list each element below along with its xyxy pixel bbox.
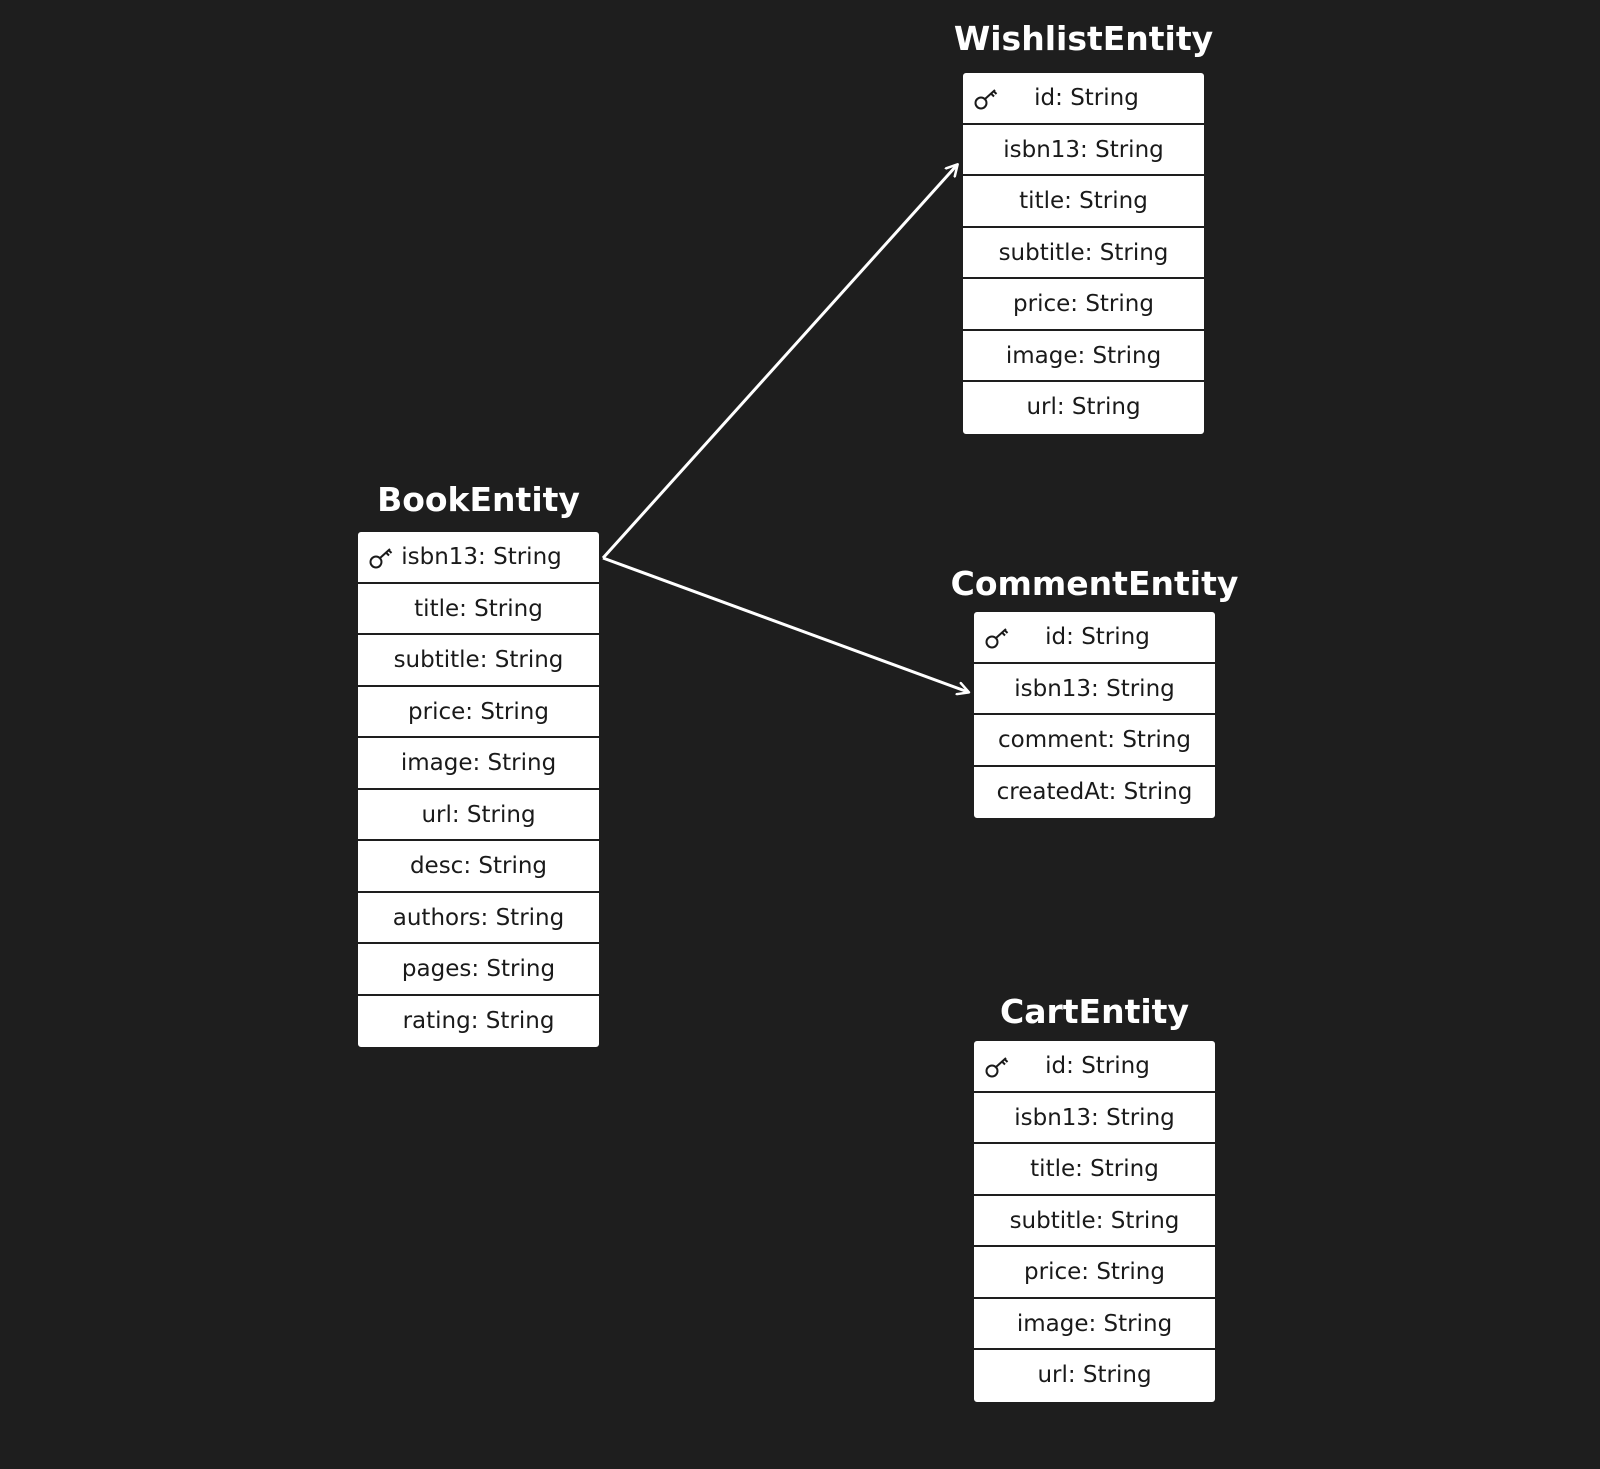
field-label: price: String [408, 698, 549, 725]
field-label: desc: String [409, 853, 548, 879]
field-label: title: String [1030, 1156, 1159, 1182]
field-row[interactable]: createdAt: String [974, 767, 1215, 819]
field-list: id: String isbn13: String title: String … [962, 72, 1205, 435]
field-label: authors: String [392, 904, 565, 931]
key-icon [985, 1057, 1009, 1078]
field-label: price: String [1013, 291, 1154, 317]
field-row[interactable]: desc: String [358, 841, 599, 893]
field-row[interactable]: isbn13: String [358, 532, 599, 584]
field-row[interactable]: pages: String [358, 944, 599, 996]
field-label: subtitle: String [393, 647, 564, 673]
entity-title: CommentEntity [950, 564, 1239, 603]
field-label: isbn13: String [1014, 1104, 1175, 1131]
field-label: rating: String [402, 1007, 555, 1034]
field-label: subtitle: String [1009, 1207, 1180, 1234]
field-row[interactable]: title: String [358, 584, 599, 635]
field-list: isbn13: String title: String subtitle: S… [357, 531, 600, 1048]
field-label: pages: String [401, 956, 556, 982]
entity-title: CartEntity [1000, 992, 1189, 1031]
field-label: comment: String [998, 727, 1191, 753]
field-row[interactable]: isbn13: String [974, 1093, 1215, 1144]
field-row[interactable]: url: String [963, 382, 1204, 434]
entity-title: BookEntity [377, 480, 580, 519]
field-row[interactable]: price: String [974, 1247, 1215, 1299]
entity-title: WishlistEntity [953, 19, 1214, 58]
field-label: image: String [400, 750, 557, 776]
field-row[interactable]: comment: String [974, 715, 1215, 767]
key-icon [985, 628, 1009, 649]
field-list: id: String isbn13: String comment: Strin… [973, 611, 1216, 819]
field-label: isbn13: String [401, 544, 562, 570]
field-row[interactable]: isbn13: String [974, 664, 1215, 715]
field-label: image: String [1005, 342, 1162, 369]
field-row[interactable]: subtitle: String [358, 635, 599, 687]
field-label: title: String [414, 595, 543, 622]
field-row[interactable]: authors: String [358, 893, 599, 944]
field-label: url: String [421, 801, 536, 828]
field-label: isbn13: String [1014, 675, 1175, 702]
connector-book-to-wishlist [601, 165, 957, 560]
field-label: createdAt: String [996, 778, 1193, 805]
field-label: id: String [1045, 1053, 1150, 1079]
field-label: subtitle: String [998, 239, 1169, 266]
field-label: url: String [1026, 394, 1141, 420]
key-icon [974, 89, 998, 110]
field-label: image: String [1016, 1310, 1173, 1337]
field-row[interactable]: id: String [963, 73, 1204, 125]
field-label: id: String [1045, 624, 1150, 650]
field-label: price: String [1024, 1259, 1165, 1285]
field-label: id: String [1034, 85, 1139, 111]
field-label: isbn13: String [1003, 136, 1164, 163]
field-list: id: String isbn13: String title: String … [973, 1040, 1216, 1403]
field-row[interactable]: title: String [963, 176, 1204, 228]
field-row[interactable]: title: String [974, 1144, 1215, 1196]
field-row[interactable]: image: String [358, 738, 599, 790]
key-icon [369, 548, 393, 569]
field-row[interactable]: id: String [974, 612, 1215, 664]
field-row[interactable]: subtitle: String [974, 1196, 1215, 1247]
field-row[interactable]: subtitle: String [963, 228, 1204, 279]
field-row[interactable]: url: String [358, 790, 599, 841]
field-row[interactable]: isbn13: String [963, 125, 1204, 176]
connector-book-to-comment [602, 556, 968, 692]
field-row[interactable]: image: String [963, 331, 1204, 382]
field-row[interactable]: rating: String [358, 996, 599, 1048]
field-label: title: String [1019, 188, 1148, 214]
field-row[interactable]: url: String [974, 1350, 1215, 1402]
field-row[interactable]: id: String [974, 1041, 1215, 1093]
field-row[interactable]: price: String [963, 279, 1204, 331]
field-row[interactable]: image: String [974, 1299, 1215, 1350]
field-row[interactable]: price: String [358, 687, 599, 738]
field-label: url: String [1037, 1362, 1152, 1388]
